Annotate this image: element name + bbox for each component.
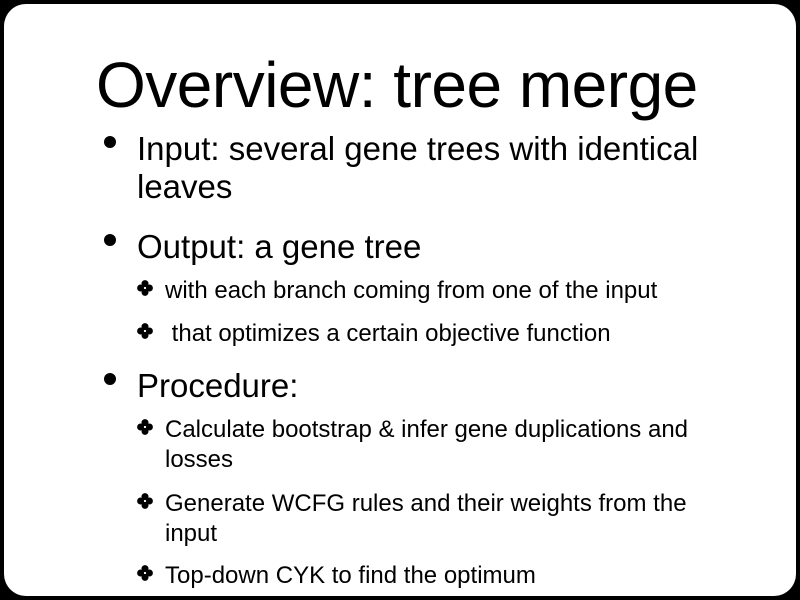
- dot-bullet-icon: [104, 234, 116, 246]
- sub-bullet-item: with each branch coming from one of the …: [137, 276, 760, 306]
- sub-bullet-text: Top-down CYK to find the optimum: [165, 562, 536, 589]
- sub-bullet-text: with each branch coming from one of the …: [165, 277, 658, 304]
- clover-bullet-icon: [137, 419, 153, 435]
- sub-bullet-item: Generate WCFG rules and their weights fr…: [137, 489, 760, 549]
- bullet-text: Output: a gene tree: [137, 228, 422, 265]
- slide: Overview: tree merge Input: several gene…: [4, 4, 796, 596]
- sub-bullet-text: Calculate bootstrap & infer gene duplica…: [165, 416, 695, 473]
- clover-bullet-icon: [137, 493, 153, 509]
- dot-bullet-icon: [104, 136, 116, 148]
- sub-bullet-item: Calculate bootstrap & infer gene duplica…: [137, 415, 760, 475]
- bullet-text: Input: several gene trees with identical…: [137, 130, 708, 205]
- bullet-item-procedure: Procedure:: [104, 367, 760, 405]
- bullet-text: Procedure:: [137, 367, 299, 404]
- clover-bullet-icon: [137, 565, 153, 581]
- bullet-item-output: Output: a gene tree: [104, 228, 760, 266]
- sub-bullet-text: Generate WCFG rules and their weights fr…: [165, 490, 694, 547]
- slide-content: Overview: tree merge Input: several gene…: [4, 4, 796, 591]
- bullet-list: Input: several gene trees with identical…: [96, 130, 760, 591]
- sub-bullet-item: that optimizes a certain objective funct…: [137, 319, 760, 349]
- clover-bullet-icon: [137, 323, 153, 339]
- slide-title: Overview: tree merge: [96, 49, 698, 121]
- clover-bullet-icon: [137, 280, 153, 296]
- sub-bullet-text: that optimizes a certain objective funct…: [165, 320, 611, 347]
- sub-bullet-item: Top-down CYK to find the optimum: [137, 561, 760, 591]
- dot-bullet-icon: [104, 373, 116, 385]
- bullet-item-input: Input: several gene trees with identical…: [104, 130, 760, 206]
